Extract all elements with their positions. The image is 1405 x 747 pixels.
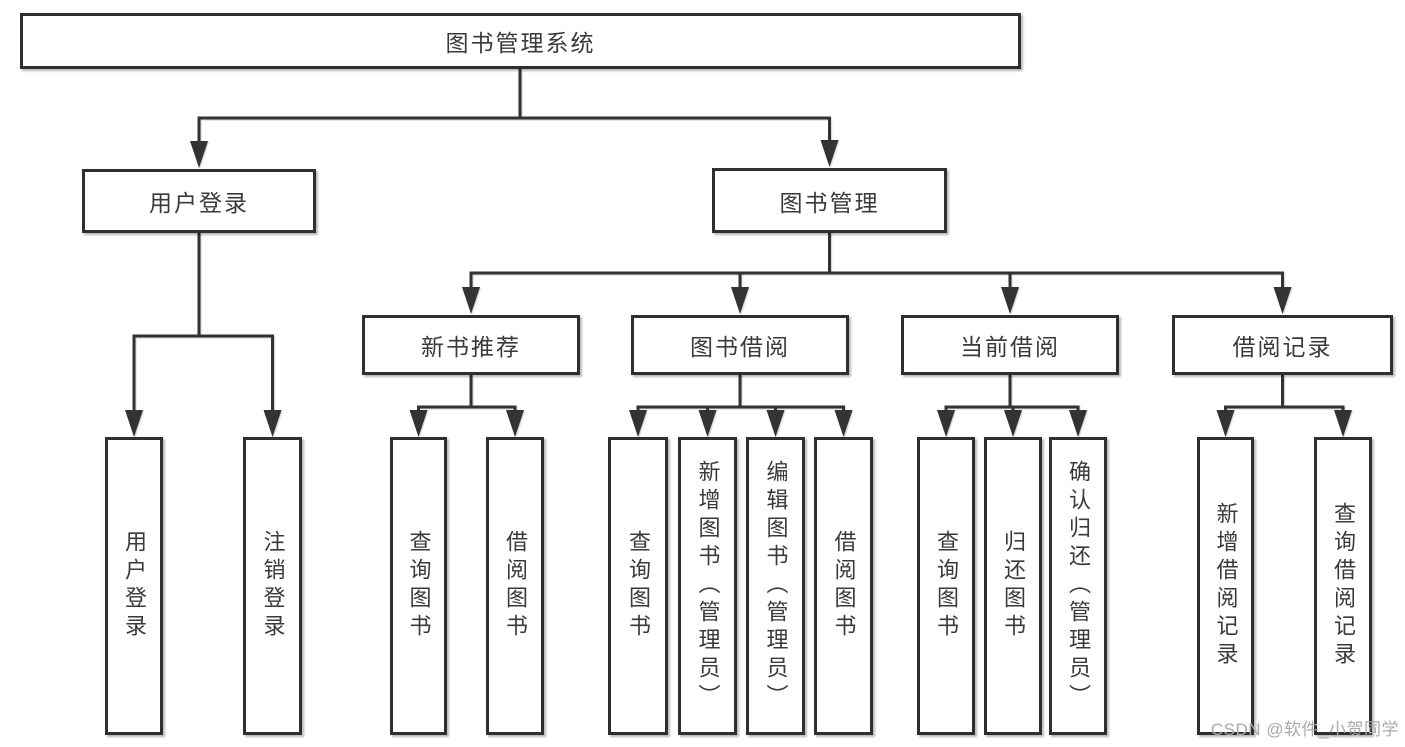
node-current-borrowing: 当前借阅 xyxy=(901,315,1119,375)
node-leaf-query-books-3: 查询图书 xyxy=(917,437,975,735)
node-leaf-query-borrow-record-label: 查询借阅记录 xyxy=(1331,502,1356,670)
node-leaf-logout-label: 注销登录 xyxy=(260,530,286,642)
node-new-book-recommendation-label: 新书推荐 xyxy=(421,334,521,360)
node-leaf-query-books-3-label: 查询图书 xyxy=(934,530,959,642)
node-root-label: 图书管理系统 xyxy=(445,30,596,56)
node-leaf-borrow-books-2-label: 借阅图书 xyxy=(831,530,857,642)
node-current-borrowing-label: 当前借阅 xyxy=(960,334,1060,360)
node-leaf-return-books: 归还图书 xyxy=(984,437,1042,735)
node-leaf-logout: 注销登录 xyxy=(243,437,302,735)
node-leaf-query-books-2-label: 查询图书 xyxy=(626,530,651,642)
node-root: 图书管理系统 xyxy=(20,13,1021,69)
node-leaf-add-borrow-record: 新增借阅记录 xyxy=(1197,437,1254,735)
node-borrowing-records: 借阅记录 xyxy=(1172,315,1393,375)
node-leaf-query-books-1-label: 查询图书 xyxy=(406,530,432,642)
node-book-borrowing-label: 图书借阅 xyxy=(690,334,790,360)
node-leaf-user-login-label: 用户登录 xyxy=(122,530,147,642)
node-leaf-add-books-admin: 新增图书（管理员） xyxy=(678,437,737,735)
node-leaf-query-borrow-record: 查询借阅记录 xyxy=(1314,437,1372,735)
node-book-management: 图书管理 xyxy=(712,168,947,233)
node-leaf-confirm-return-admin-label: 确认归还（管理员） xyxy=(1066,460,1091,712)
node-new-book-recommendation: 新书推荐 xyxy=(362,315,580,375)
node-user-login-label: 用户登录 xyxy=(149,190,249,216)
node-leaf-query-books-1: 查询图书 xyxy=(390,437,447,735)
node-leaf-edit-books-admin: 编辑图书（管理员） xyxy=(746,437,805,735)
node-leaf-borrow-books-1-label: 借阅图书 xyxy=(503,530,528,642)
node-book-management-label: 图书管理 xyxy=(779,189,880,216)
node-leaf-query-books-2: 查询图书 xyxy=(608,437,668,735)
node-leaf-user-login: 用户登录 xyxy=(105,437,163,735)
node-leaf-return-books-label: 归还图书 xyxy=(1001,530,1026,642)
node-leaf-confirm-return-admin: 确认归还（管理员） xyxy=(1049,437,1107,735)
arrow-down-icon xyxy=(125,140,1352,437)
node-borrowing-records-label: 借阅记录 xyxy=(1232,334,1333,360)
node-leaf-edit-books-admin-label: 编辑图书（管理员） xyxy=(763,460,789,712)
node-user-login: 用户登录 xyxy=(82,169,316,233)
node-leaf-borrow-books-1: 借阅图书 xyxy=(486,437,544,735)
node-book-borrowing: 图书借阅 xyxy=(631,315,849,375)
watermark-text: CSDN @软件_小贺同学 xyxy=(1210,720,1399,739)
node-leaf-add-borrow-record-label: 新增借阅记录 xyxy=(1213,502,1239,670)
node-leaf-add-books-admin-label: 新增图书（管理员） xyxy=(695,460,721,712)
node-leaf-borrow-books-2: 借阅图书 xyxy=(814,437,873,735)
